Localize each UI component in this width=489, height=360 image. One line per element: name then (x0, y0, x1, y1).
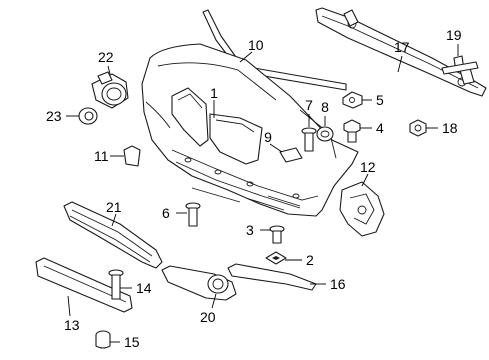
clip-2 (265, 251, 287, 265)
svg-text:3: 3 (246, 222, 254, 238)
callout-20: 20 (200, 293, 217, 325)
callout-22: 22 (98, 49, 114, 75)
callout-13: 13 (64, 295, 80, 333)
callout-19: 19 (446, 27, 462, 56)
callout-18: 18 (426, 120, 458, 136)
screw-7 (301, 127, 317, 152)
callout-17: 17 (394, 39, 410, 73)
screw-6 (185, 202, 201, 227)
callout-16: 16 (310, 276, 346, 292)
callout-8: 8 (321, 99, 329, 126)
callout-10: 10 (239, 37, 264, 63)
svg-text:12: 12 (360, 159, 376, 175)
svg-text:14: 14 (136, 280, 152, 296)
push-in-clip (343, 119, 361, 143)
callout-5: 5 (362, 92, 384, 108)
stud-bolt (441, 55, 479, 75)
license-plate-bracket-pad (279, 147, 303, 163)
svg-text:1: 1 (210, 85, 218, 101)
callout-3: 3 (246, 222, 271, 238)
clip-nut (342, 91, 363, 109)
callout-21: 21 (106, 199, 122, 227)
svg-text:21: 21 (106, 199, 122, 215)
grommet (316, 126, 334, 142)
callout-11: 11 (94, 148, 124, 164)
fog-lamp-grille (161, 265, 237, 301)
callout-1: 1 (210, 85, 218, 118)
svg-text:20: 20 (200, 309, 216, 325)
lower-trim-strip (227, 263, 317, 291)
svg-text:17: 17 (394, 39, 410, 55)
svg-text:19: 19 (446, 27, 462, 43)
svg-text:7: 7 (305, 97, 313, 113)
callout-23: 23 (46, 108, 79, 124)
callout-9: 9 (264, 129, 283, 153)
svg-text:15: 15 (124, 334, 140, 350)
svg-text:9: 9 (264, 129, 272, 145)
svg-text:13: 13 (64, 317, 80, 333)
svg-text:4: 4 (376, 120, 384, 136)
svg-text:6: 6 (162, 205, 170, 221)
screw-14 (108, 269, 124, 300)
svg-text:11: 11 (94, 148, 109, 164)
bumper-cover (141, 43, 359, 217)
screw-3 (269, 225, 285, 244)
lower-grille (63, 201, 163, 269)
svg-text:8: 8 (321, 99, 329, 115)
callout-2: 2 (285, 252, 314, 268)
side-mounting-bracket (339, 181, 385, 237)
callout-12: 12 (360, 159, 376, 187)
tow-hook-cover (123, 145, 141, 167)
callout-4: 4 (360, 120, 384, 136)
svg-text:5: 5 (376, 92, 384, 108)
svg-text:18: 18 (442, 120, 458, 136)
svg-text:22: 22 (98, 49, 114, 65)
svg-text:10: 10 (248, 37, 264, 53)
svg-text:23: 23 (46, 108, 62, 124)
callout-15: 15 (110, 334, 140, 350)
park-sensor (91, 71, 129, 109)
hex-nut (409, 119, 427, 137)
callout-14: 14 (120, 280, 152, 296)
svg-text:16: 16 (330, 276, 346, 292)
sensor-bezel-ring (78, 107, 98, 125)
svg-text:2: 2 (306, 252, 314, 268)
callouts: 1 2 3 4 5 6 7 8 (46, 27, 462, 350)
rubber-buffer (95, 330, 111, 349)
callout-6: 6 (162, 205, 187, 221)
callout-7: 7 (305, 97, 313, 127)
